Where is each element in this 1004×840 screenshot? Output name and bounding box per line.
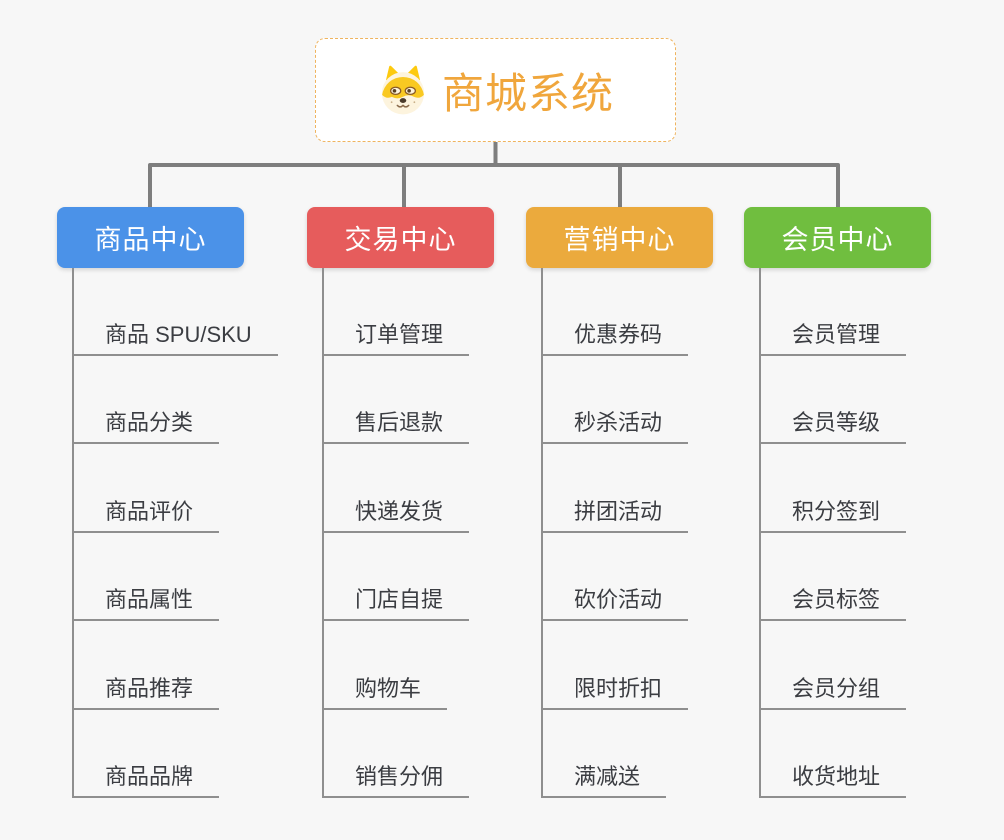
branch-trade-center[interactable]: 交易中心 — [307, 207, 494, 268]
leaf-spend-discount[interactable]: 满减送 — [541, 764, 667, 798]
branch-child-line — [541, 268, 543, 798]
leaf-limited-time-discount[interactable]: 限时折扣 — [541, 676, 689, 710]
leaf-order-management[interactable]: 订单管理 — [322, 322, 470, 356]
leaf-product-brand[interactable]: 商品品牌 — [72, 764, 220, 798]
branch-child-line — [72, 268, 74, 798]
leaf-bargain-activity[interactable]: 砍价活动 — [541, 587, 689, 621]
leaf-member-management[interactable]: 会员管理 — [759, 322, 907, 356]
leaf-flash-sale[interactable]: 秒杀活动 — [541, 410, 689, 444]
branch-marketing-center[interactable]: 营销中心 — [526, 207, 713, 268]
leaf-coupon-code[interactable]: 优惠券码 — [541, 322, 689, 356]
leaf-product-category[interactable]: 商品分类 — [72, 410, 220, 444]
branch-child-line — [322, 268, 324, 798]
branch-label: 会员中心 — [781, 225, 894, 255]
leaf-store-pickup[interactable]: 门店自提 — [322, 587, 470, 621]
leaf-member-tag[interactable]: 会员标签 — [759, 587, 907, 621]
leaf-after-sale-refund[interactable]: 售后退款 — [322, 410, 470, 444]
leaf-shipping-address[interactable]: 收货地址 — [759, 764, 907, 798]
leaf-product-spu-sku[interactable]: 商品 SPU/SKU — [72, 322, 278, 356]
branch-label: 商品中心 — [94, 225, 207, 255]
root-node[interactable]: 商城系统 — [315, 38, 676, 142]
leaf-points-checkin[interactable]: 积分签到 — [759, 499, 907, 533]
dog-icon — [381, 65, 425, 115]
leaf-product-recommend[interactable]: 商品推荐 — [72, 676, 220, 710]
leaf-group-buy[interactable]: 拼团活动 — [541, 499, 689, 533]
leaf-product-attribute[interactable]: 商品属性 — [72, 587, 220, 621]
leaf-shopping-cart[interactable]: 购物车 — [322, 676, 448, 710]
root-title: 商城系统 — [441, 69, 614, 117]
branch-label: 交易中心 — [344, 225, 457, 255]
branch-label: 营销中心 — [563, 225, 676, 255]
leaf-express-delivery[interactable]: 快递发货 — [322, 499, 470, 533]
branch-product-center[interactable]: 商品中心 — [57, 207, 244, 268]
leaf-sales-commission[interactable]: 销售分佣 — [322, 764, 470, 798]
leaf-member-level[interactable]: 会员等级 — [759, 410, 907, 444]
branch-child-line — [759, 268, 761, 798]
branch-member-center[interactable]: 会员中心 — [744, 207, 931, 268]
leaf-member-group[interactable]: 会员分组 — [759, 676, 907, 710]
leaf-product-review[interactable]: 商品评价 — [72, 499, 220, 533]
